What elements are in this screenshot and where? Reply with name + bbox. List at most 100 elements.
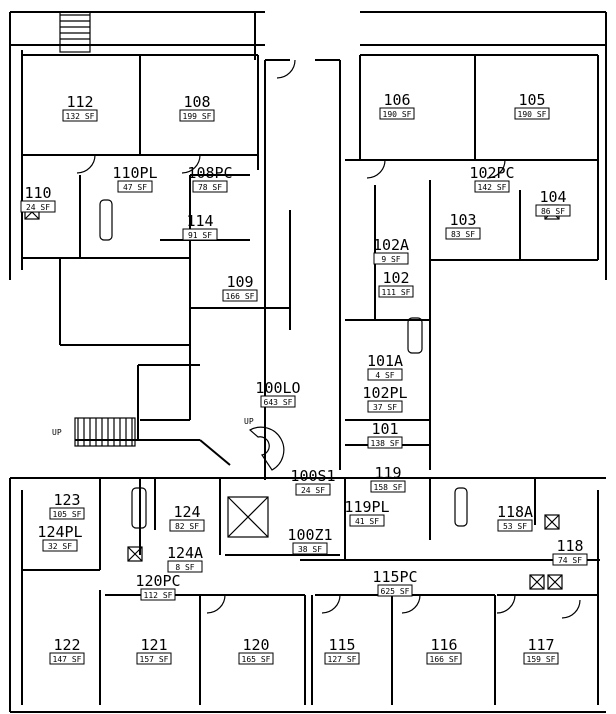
room-number: 119 (374, 464, 401, 482)
door-swing (561, 599, 581, 619)
room-area: 47 SF (123, 183, 147, 192)
room-number: 119PL (344, 498, 389, 516)
area-box (474, 180, 510, 193)
door-swing (486, 159, 506, 179)
room-number: 120PC (135, 572, 180, 590)
area-box (136, 652, 172, 665)
door-swing (206, 594, 226, 614)
room-number: 118 (556, 537, 583, 555)
stair-west (74, 417, 136, 447)
room-area: 166 SF (226, 292, 255, 301)
stair-up-label-west: UP (52, 428, 62, 437)
door-swing (321, 594, 341, 614)
area-box (222, 289, 258, 302)
room-number: 121 (140, 636, 167, 654)
room-area: 157 SF (140, 655, 169, 664)
area-box (169, 519, 205, 532)
bathtub (454, 487, 468, 527)
room-area: 9 SF (381, 255, 400, 264)
room-area: 105 SF (53, 510, 82, 519)
area-box (535, 204, 571, 217)
bathtub (131, 487, 147, 529)
room-area: 132 SF (66, 112, 95, 121)
bathtub (99, 199, 113, 241)
room-number: 108 (183, 93, 210, 111)
elevator-shaft (227, 496, 269, 538)
room-area: 24 SF (301, 486, 325, 495)
room-area: 138 SF (371, 439, 400, 448)
area-box (367, 436, 403, 449)
room-area: 38 SF (298, 545, 322, 554)
area-box (49, 652, 85, 665)
stair-north (59, 11, 91, 53)
room-area: 199 SF (183, 112, 212, 121)
room-number: 110 (24, 184, 51, 202)
area-box (292, 542, 328, 555)
room-area: 24 SF (26, 203, 50, 212)
area-box (238, 652, 274, 665)
room-number: 124 (173, 503, 200, 521)
room-area: 78 SF (198, 183, 222, 192)
room-number: 122 (53, 636, 80, 654)
room-area: 112 SF (144, 591, 173, 600)
room-number: 124PL (37, 523, 82, 541)
walls (9, 11, 607, 713)
shaft-cross (529, 574, 545, 590)
room-area: 82 SF (175, 522, 199, 531)
shaft-cross (544, 514, 560, 530)
room-number: 110PL (112, 164, 157, 182)
area-box (140, 588, 176, 601)
room-area: 190 SF (518, 110, 547, 119)
area-box (367, 368, 403, 381)
room-number: 101 (371, 420, 398, 438)
area-box (42, 539, 78, 552)
area-box (192, 180, 228, 193)
door-swing (181, 154, 201, 174)
room-area: 166 SF (430, 655, 459, 664)
room-number: 102A (373, 236, 409, 254)
area-box (497, 519, 533, 532)
room-area: 37 SF (373, 403, 397, 412)
area-box (373, 252, 409, 265)
room-number: 102PL (362, 384, 407, 402)
bathtub (407, 317, 423, 354)
room-number: 100Z1 (287, 526, 332, 544)
elevator-cross (227, 496, 269, 538)
shaft (544, 514, 560, 530)
room-number: 115PC (372, 568, 417, 586)
fixtures (24, 11, 581, 619)
wall (199, 439, 231, 466)
door-swing (366, 159, 386, 179)
room-area: 83 SF (451, 230, 475, 239)
room-area: 159 SF (527, 655, 556, 664)
door-swing (496, 594, 516, 614)
door-swing (76, 154, 96, 174)
room-number: 124A (167, 544, 203, 562)
spiral-stair (248, 426, 285, 471)
room-area: 41 SF (355, 517, 379, 526)
area-box (179, 109, 215, 122)
